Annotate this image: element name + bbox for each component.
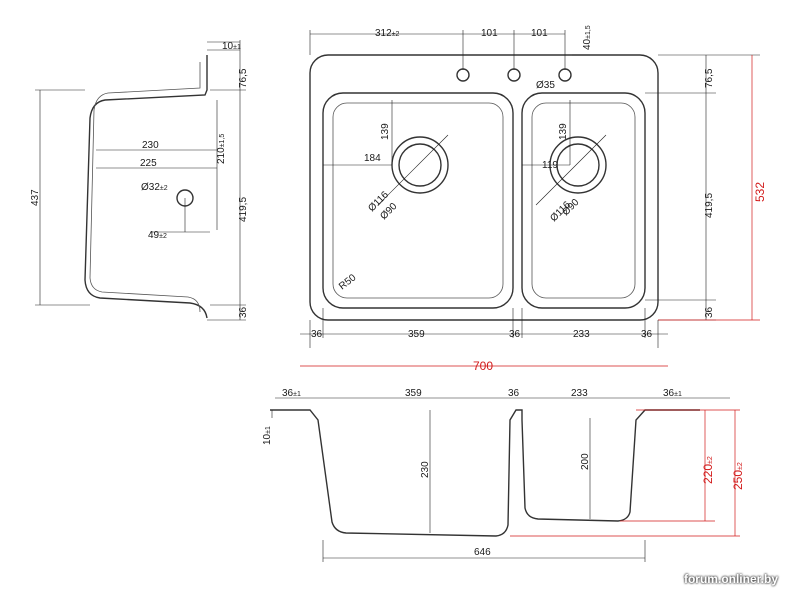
dim-700: 700 [473, 359, 493, 373]
front-dim-36a: 36±1 [282, 388, 301, 399]
front-dim-230: 230 [420, 461, 431, 478]
front-dim-359: 359 [405, 388, 422, 399]
side-dim-210: 210±1,5 [216, 134, 227, 164]
dim-35: Ø35 [536, 80, 555, 91]
dim-139-big: 139 [380, 123, 391, 140]
small-bowl-inner [531, 102, 636, 299]
dim-139-small: 139 [558, 123, 569, 140]
top-view: 312±2 101 101 40±1,5 Ø35 76,5 419,5 36 5… [300, 25, 767, 373]
dim-532: 532 [753, 182, 767, 202]
dim-101a: 101 [481, 28, 498, 39]
dim-233-bottom: 233 [573, 329, 590, 340]
watermark: forum.onliner.by [683, 572, 778, 586]
side-dim-32: Ø32±2 [141, 182, 168, 193]
front-dim-200: 200 [580, 453, 591, 470]
dim-r50: R50 [337, 272, 359, 292]
faucet-hole-2 [507, 68, 521, 82]
dim-119: 119 [542, 160, 558, 171]
side-view: 10±1 76,5 437 230 225 210±1,5 Ø32±2 419,… [30, 40, 249, 321]
side-dim-437: 437 [30, 189, 41, 206]
front-profile [270, 409, 700, 537]
front-dim-36c: 36±1 [663, 388, 682, 399]
big-bowl-outer [322, 92, 514, 309]
side-dim-10: 10±1 [222, 41, 241, 52]
dim-36-bottom-a: 36 [311, 329, 323, 340]
faucet-hole-3 [558, 68, 572, 82]
front-dim-10: 10±1 [262, 426, 273, 445]
side-dim-36: 36 [238, 306, 249, 318]
dim-359-bottom: 359 [408, 329, 425, 340]
dim-36-bottom-c: 36 [641, 329, 653, 340]
side-dim-4195: 419,5 [238, 197, 249, 222]
dim-765-right: 76,5 [704, 68, 715, 88]
side-dim-49: 49±2 [148, 230, 167, 241]
faucet-hole-1 [456, 68, 470, 82]
big-drain-inner [398, 143, 442, 187]
side-dim-765: 76,5 [238, 68, 249, 88]
big-bowl-inner [332, 102, 504, 299]
dim-4195-right: 419,5 [704, 193, 715, 218]
dim-36-right: 36 [704, 306, 715, 318]
front-dim-250: 250±2 [731, 462, 745, 490]
sink-outline [309, 54, 659, 321]
small-bowl-outer [521, 92, 646, 309]
front-dim-233: 233 [571, 388, 588, 399]
front-dim-36b: 36 [508, 388, 520, 399]
big-drain-outer [391, 136, 449, 194]
side-dim-230: 230 [142, 140, 159, 151]
side-profile-inner [89, 62, 201, 313]
front-dim-646: 646 [474, 547, 491, 558]
dim-184: 184 [364, 153, 381, 164]
front-dim-220: 220±2 [701, 456, 715, 484]
side-profile-outer [84, 55, 208, 319]
dim-40: 40±1,5 [582, 25, 593, 50]
front-view: 36±1 359 36 233 36±1 10±1 230 200 220±2 … [262, 388, 745, 562]
side-dim-225: 225 [140, 158, 157, 169]
dim-101b: 101 [531, 28, 548, 39]
dim-312: 312±2 [375, 28, 400, 39]
dim-36-bottom-b: 36 [509, 329, 521, 340]
